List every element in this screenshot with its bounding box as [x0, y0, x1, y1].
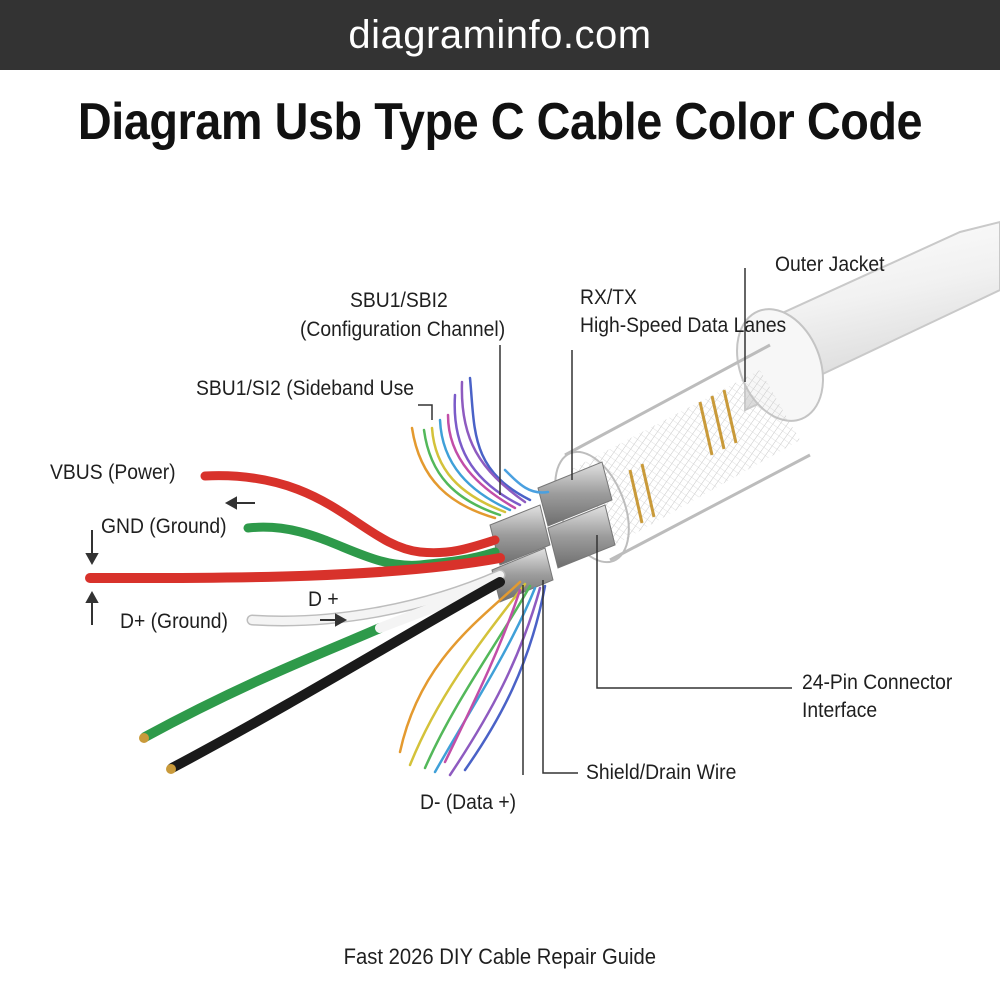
lower-signal-wires [398, 580, 547, 777]
page-title: Diagram Usb Type C Cable Color Code [77, 93, 923, 151]
upper-signal-wires [410, 376, 550, 520]
label-sbu-config-line2: (Configuration Channel) [300, 318, 506, 341]
label-connector-line2: Interface [802, 699, 878, 722]
label-outer-jacket: Outer Jacket [775, 253, 885, 276]
label-shield-drain: Shield/Drain Wire [586, 761, 737, 784]
label-sbu-config-line1: SBU1/SBI2 [350, 289, 448, 312]
red-wire-lower [85, 553, 505, 584]
label-gnd: GND (Ground) [101, 515, 227, 538]
green-white-wire [140, 623, 385, 742]
site-name: diagraminfo.com [348, 12, 652, 57]
site-banner: diagraminfo.com [0, 0, 1000, 70]
wire-tips [139, 733, 176, 774]
black-wire [167, 577, 505, 773]
vbus-wire [200, 471, 500, 558]
footer-text: Fast 2026 DIY Cable Repair Guide [343, 944, 657, 969]
inner-ferrules [489, 461, 616, 603]
braided-shield [554, 343, 811, 564]
label-rx-tx: RX/TX [580, 286, 637, 309]
label-sbu-sideband: SBU1/SI2 (Sideband Use [196, 377, 415, 400]
leader-lines [418, 268, 792, 775]
label-high-speed-lanes: High-Speed Data Lanes [580, 314, 787, 337]
label-d-minus: D- (Data +) [420, 791, 517, 814]
label-connector-line1: 24-Pin Connector [802, 671, 953, 694]
footer-caption: Fast 2026 DIY Cable Repair Guide [0, 944, 1000, 970]
label-d-plus-short: D + [308, 588, 339, 611]
label-vbus: VBUS (Power) [50, 461, 176, 484]
label-d-plus-ground: D+ (Ground) [120, 610, 228, 633]
arrows [85, 496, 348, 627]
main-wires [85, 471, 506, 773]
